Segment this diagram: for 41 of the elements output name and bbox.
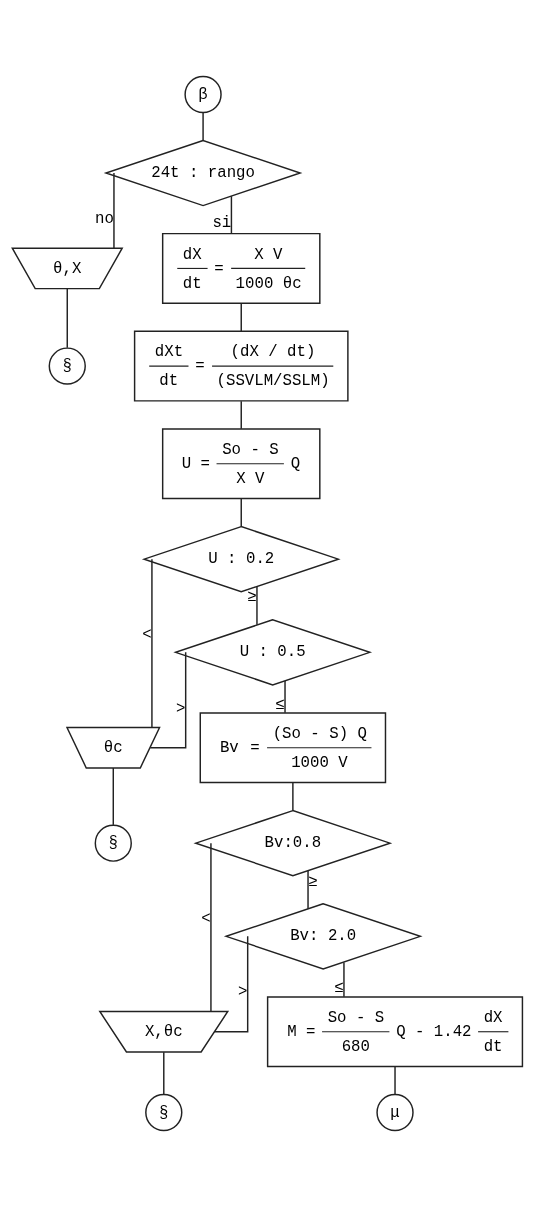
connector [151, 558, 153, 728]
connector [394, 1066, 396, 1096]
edge-label: < [142, 625, 152, 644]
connector [230, 195, 233, 235]
node-box: M = So - S Q - 1.42 dX 680 dt [266, 996, 524, 1068]
connector [66, 287, 68, 349]
node-diamond: Bv:0.8 [193, 809, 393, 877]
connector [343, 961, 345, 998]
edge-label: < [201, 909, 211, 928]
connector [210, 842, 212, 1012]
connector [292, 782, 294, 812]
edge-label: ≤ [334, 979, 344, 998]
connector [307, 870, 309, 910]
connector [256, 585, 258, 626]
node-circle: μ [376, 1093, 414, 1132]
connector [240, 400, 242, 430]
connector [240, 498, 242, 528]
node-box: dXt = (dX / dt) dt (SSVLM/SSLM) [133, 330, 349, 402]
node-diamond: Bv: 2.0 [223, 903, 423, 970]
edge-label: ≤ [275, 696, 285, 715]
node-diamond: U : 0.5 [173, 619, 373, 686]
connector [149, 651, 187, 749]
node-circle: § [48, 347, 86, 385]
node-circle: § [94, 824, 132, 862]
edge-label: si [212, 214, 232, 233]
connector [284, 680, 286, 714]
connector [113, 172, 115, 249]
connector [240, 302, 242, 332]
node-circle: § [145, 1093, 183, 1132]
connector [112, 767, 114, 826]
connector [202, 111, 204, 142]
edge-label: > [237, 983, 248, 1002]
edge-label: no [94, 210, 114, 229]
connector [213, 935, 249, 1033]
node-box: Bv = (So - S) Q 1000 V [199, 712, 387, 784]
node-diamond: 24t : rango [103, 139, 303, 207]
node-circle: β [184, 75, 222, 114]
edge-label: > [175, 700, 186, 719]
node-box: dX = X V dt 1000 θc [161, 232, 321, 304]
connector [163, 1051, 165, 1095]
node-box: U = So - S Q X V [161, 428, 321, 500]
